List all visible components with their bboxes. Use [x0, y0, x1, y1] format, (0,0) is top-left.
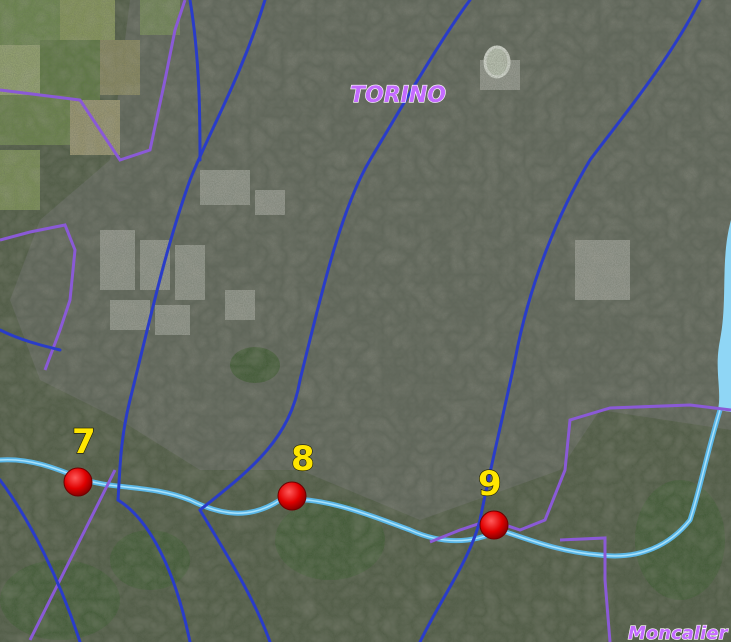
marker-dot-icon[interactable]	[277, 481, 307, 511]
marker-dot-icon[interactable]	[479, 510, 509, 540]
marker-dot-icon[interactable]	[63, 467, 93, 497]
edge-label: Moncalier	[628, 623, 728, 642]
city-label: TORINO	[350, 83, 446, 108]
marker-9-label: 9	[478, 464, 502, 504]
marker-7[interactable]: 7	[63, 421, 96, 497]
marker-9[interactable]: 9	[477, 463, 509, 540]
marker-8-label: 8	[291, 439, 315, 479]
po-river	[717, 220, 731, 412]
marker-7-label: 7	[72, 422, 96, 462]
marker-8[interactable]: 8	[277, 438, 315, 511]
roads	[0, 0, 702, 642]
